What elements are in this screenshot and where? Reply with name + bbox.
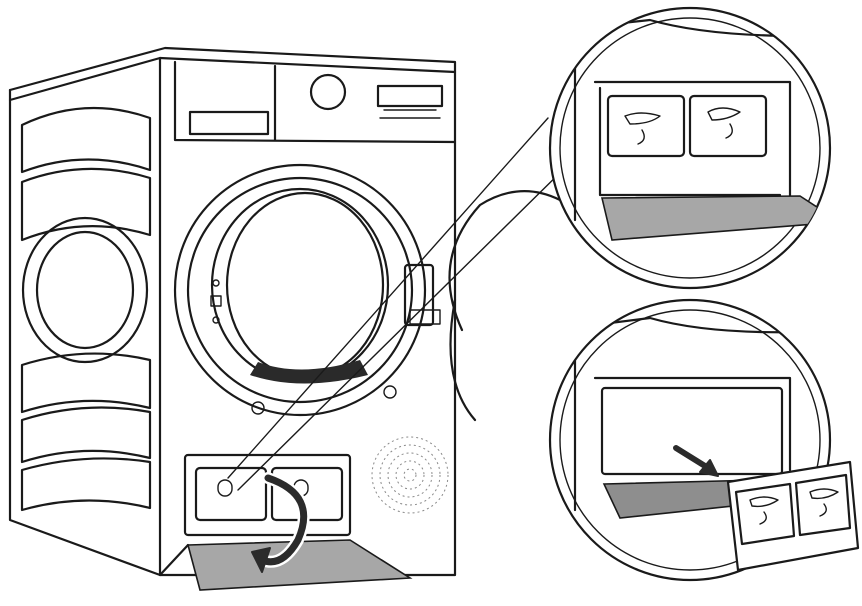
- dryer-side-panel: [8, 56, 162, 577]
- filter-latch-icon: [624, 112, 661, 125]
- program-knob-icon: [309, 73, 347, 111]
- side-ribs: [20, 106, 152, 512]
- dryer-appliance: [8, 46, 562, 591]
- zoom-callout-closed: [548, 6, 832, 290]
- detergent-drawer: [188, 110, 270, 136]
- arrow-down-right-icon: [673, 445, 719, 477]
- dryer-front-face: [158, 56, 457, 577]
- flap-open-zoom: [600, 195, 830, 241]
- filter-latch-icon: [809, 488, 839, 500]
- open-door-outline: [403, 190, 562, 422]
- zoom-callout-removed: [548, 298, 860, 582]
- filter-latch-icon: [217, 479, 233, 497]
- drum-filter-slot: [250, 360, 368, 384]
- door-hinge: [403, 263, 435, 327]
- removed-filter-unit: [726, 460, 860, 572]
- filter-latch-icon: [749, 496, 779, 508]
- dryer-top-edge: [8, 46, 457, 92]
- curved-arrow-down-icon: [251, 472, 310, 573]
- callout-leaders: [227, 117, 576, 491]
- filter-latch-icon: [707, 107, 741, 121]
- air-vent-grille: [371, 436, 449, 514]
- dryer-door: [173, 163, 427, 417]
- control-panel: [173, 60, 457, 144]
- condenser-filter-cover: [183, 453, 352, 537]
- display-window: [376, 84, 444, 108]
